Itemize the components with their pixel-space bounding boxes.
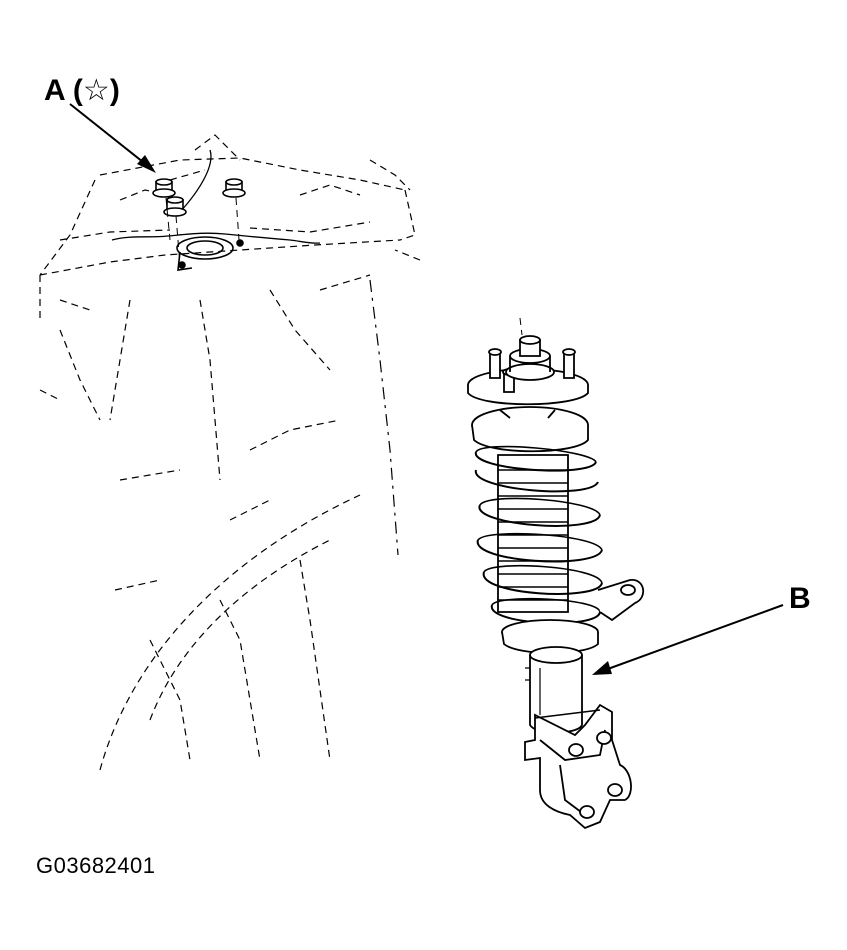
flange-nut bbox=[222, 178, 246, 198]
callout-b-label: B bbox=[789, 584, 811, 614]
strut-assembly bbox=[467, 317, 644, 830]
callout-a-open-paren: ( bbox=[72, 74, 83, 107]
callout-a-label: A (☆) bbox=[44, 76, 120, 106]
flange-nut bbox=[152, 178, 176, 198]
callout-a-letter: A bbox=[44, 74, 65, 107]
strut-mount-hole bbox=[176, 236, 244, 271]
callout-b-letter: B bbox=[789, 582, 811, 615]
star-icon: ☆ bbox=[82, 73, 110, 108]
vehicle-body-outline bbox=[39, 134, 421, 771]
harness-line bbox=[111, 149, 321, 244]
nut-guide-lines bbox=[165, 197, 240, 266]
callout-a-leader bbox=[69, 103, 156, 173]
figure-id: G03682401 bbox=[36, 853, 156, 878]
callout-a-close-paren: ) bbox=[109, 74, 120, 107]
flange-nut bbox=[163, 196, 187, 217]
callout-b-leader bbox=[592, 604, 784, 675]
